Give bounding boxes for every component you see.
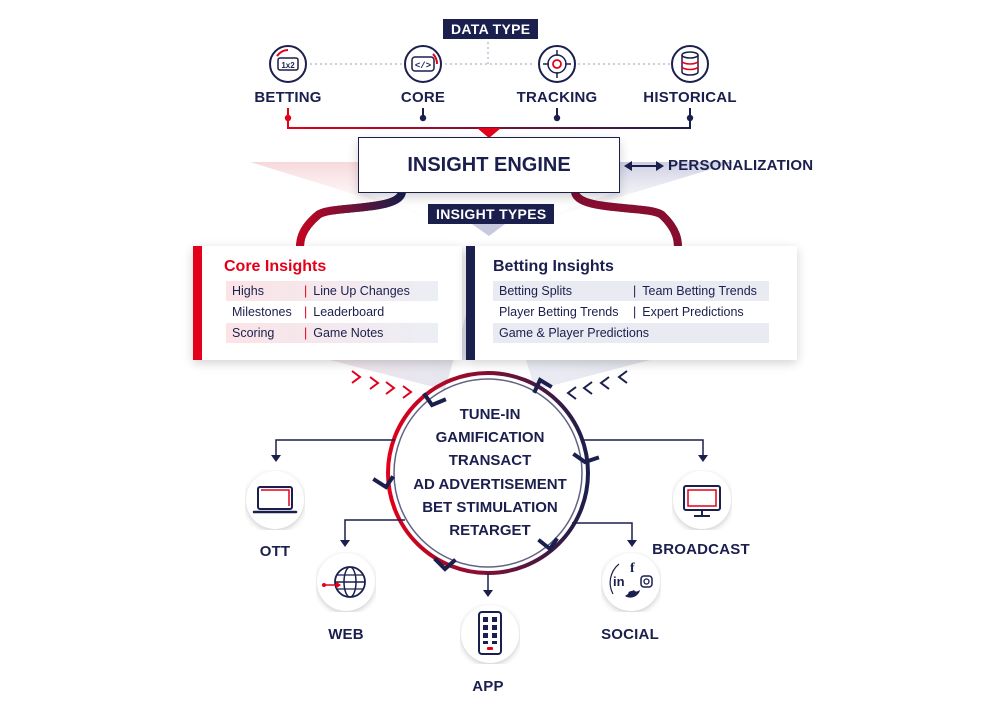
data-source-tracking: TRACKING (516, 89, 598, 106)
betting-icon-text: 1x2 (281, 61, 295, 70)
core-insights-row: Milestones | Leaderboard (226, 302, 438, 322)
ott-tv-icon (245, 470, 305, 530)
channel-web-label: WEB (328, 626, 364, 643)
separator: | (633, 284, 637, 298)
personalization-label: PERSONALIZATION (668, 157, 814, 174)
outcome-item: RETARGET (449, 522, 531, 540)
channel-ott-label: OTT (259, 543, 291, 560)
outcome-item: AD ADVERTISEMENT (413, 475, 567, 493)
code-icon: </> (403, 44, 443, 84)
target-icon (537, 44, 577, 84)
betting-insight-item: Betting Splits (499, 284, 572, 298)
insight-engine-title: INSIGHT ENGINE (407, 153, 571, 176)
core-insights-panel: Core Insights Highs | Line Up Changes Mi… (193, 246, 462, 360)
betting-insight-item: Team Betting Trends (642, 284, 757, 298)
outcomes-list: TUNE-IN GAMIFICATION TRANSACT AD ADVERTI… (395, 403, 585, 542)
channel-broadcast-label: BROADCAST (652, 541, 750, 558)
insight-types-tag: INSIGHT TYPES (428, 204, 555, 224)
betting-insights-panel: Betting Insights Betting Splits | Team B… (466, 246, 797, 360)
social-media-icon: in f (601, 552, 661, 612)
betting-insights-row: Betting Splits | Team Betting Trends (493, 281, 769, 301)
insight-engine-box: INSIGHT ENGINE (358, 137, 620, 193)
outcome-item: TUNE-IN (459, 406, 521, 423)
betting-insights-row: Player Betting Trends | Expert Predictio… (493, 302, 769, 322)
core-insight-item: Milestones (232, 305, 292, 319)
globe-icon (316, 552, 376, 612)
data-type-tag: DATA TYPE (443, 19, 539, 39)
betting-insight-item: Game & Player Predictions (499, 326, 650, 340)
mobile-app-icon (460, 604, 520, 664)
outcome-item: TRANSACT (448, 452, 532, 470)
outcome-item: GAMIFICATION (435, 429, 545, 447)
betting-insight-item: Expert Predictions (642, 305, 744, 319)
betting-insights-title: Betting Insights (493, 258, 614, 275)
broadcast-tv-icon (672, 470, 732, 530)
core-insight-item: Highs (232, 284, 264, 298)
svg-text:f: f (630, 561, 635, 576)
data-source-betting: BETTING (254, 89, 322, 106)
data-source-historical: HISTORICAL (643, 89, 737, 106)
core-insight-item: Line Up Changes (313, 284, 410, 298)
betting-odds-icon: 1x2 (268, 44, 308, 84)
betting-insights-row: Game & Player Predictions (493, 323, 769, 343)
svg-text:in: in (613, 574, 625, 589)
channel-social-label: SOCIAL (601, 626, 659, 643)
outcome-item: BET STIMULATION (422, 498, 558, 516)
database-icon (670, 44, 710, 84)
separator: | (304, 284, 308, 298)
code-icon-text: </> (415, 61, 431, 71)
core-insight-item: Scoring (232, 326, 275, 340)
core-insights-row: Scoring | Game Notes (226, 323, 438, 343)
core-insight-item: Game Notes (313, 326, 384, 340)
separator: | (633, 305, 637, 319)
data-source-core: CORE (400, 89, 446, 106)
core-insight-item: Leaderboard (313, 305, 385, 319)
betting-insight-item: Player Betting Trends (499, 305, 619, 319)
separator: | (304, 326, 308, 340)
core-insights-row: Highs | Line Up Changes (226, 281, 438, 301)
separator: | (304, 305, 308, 319)
channel-app-label: APP (472, 678, 504, 695)
core-insights-title: Core Insights (224, 258, 327, 275)
